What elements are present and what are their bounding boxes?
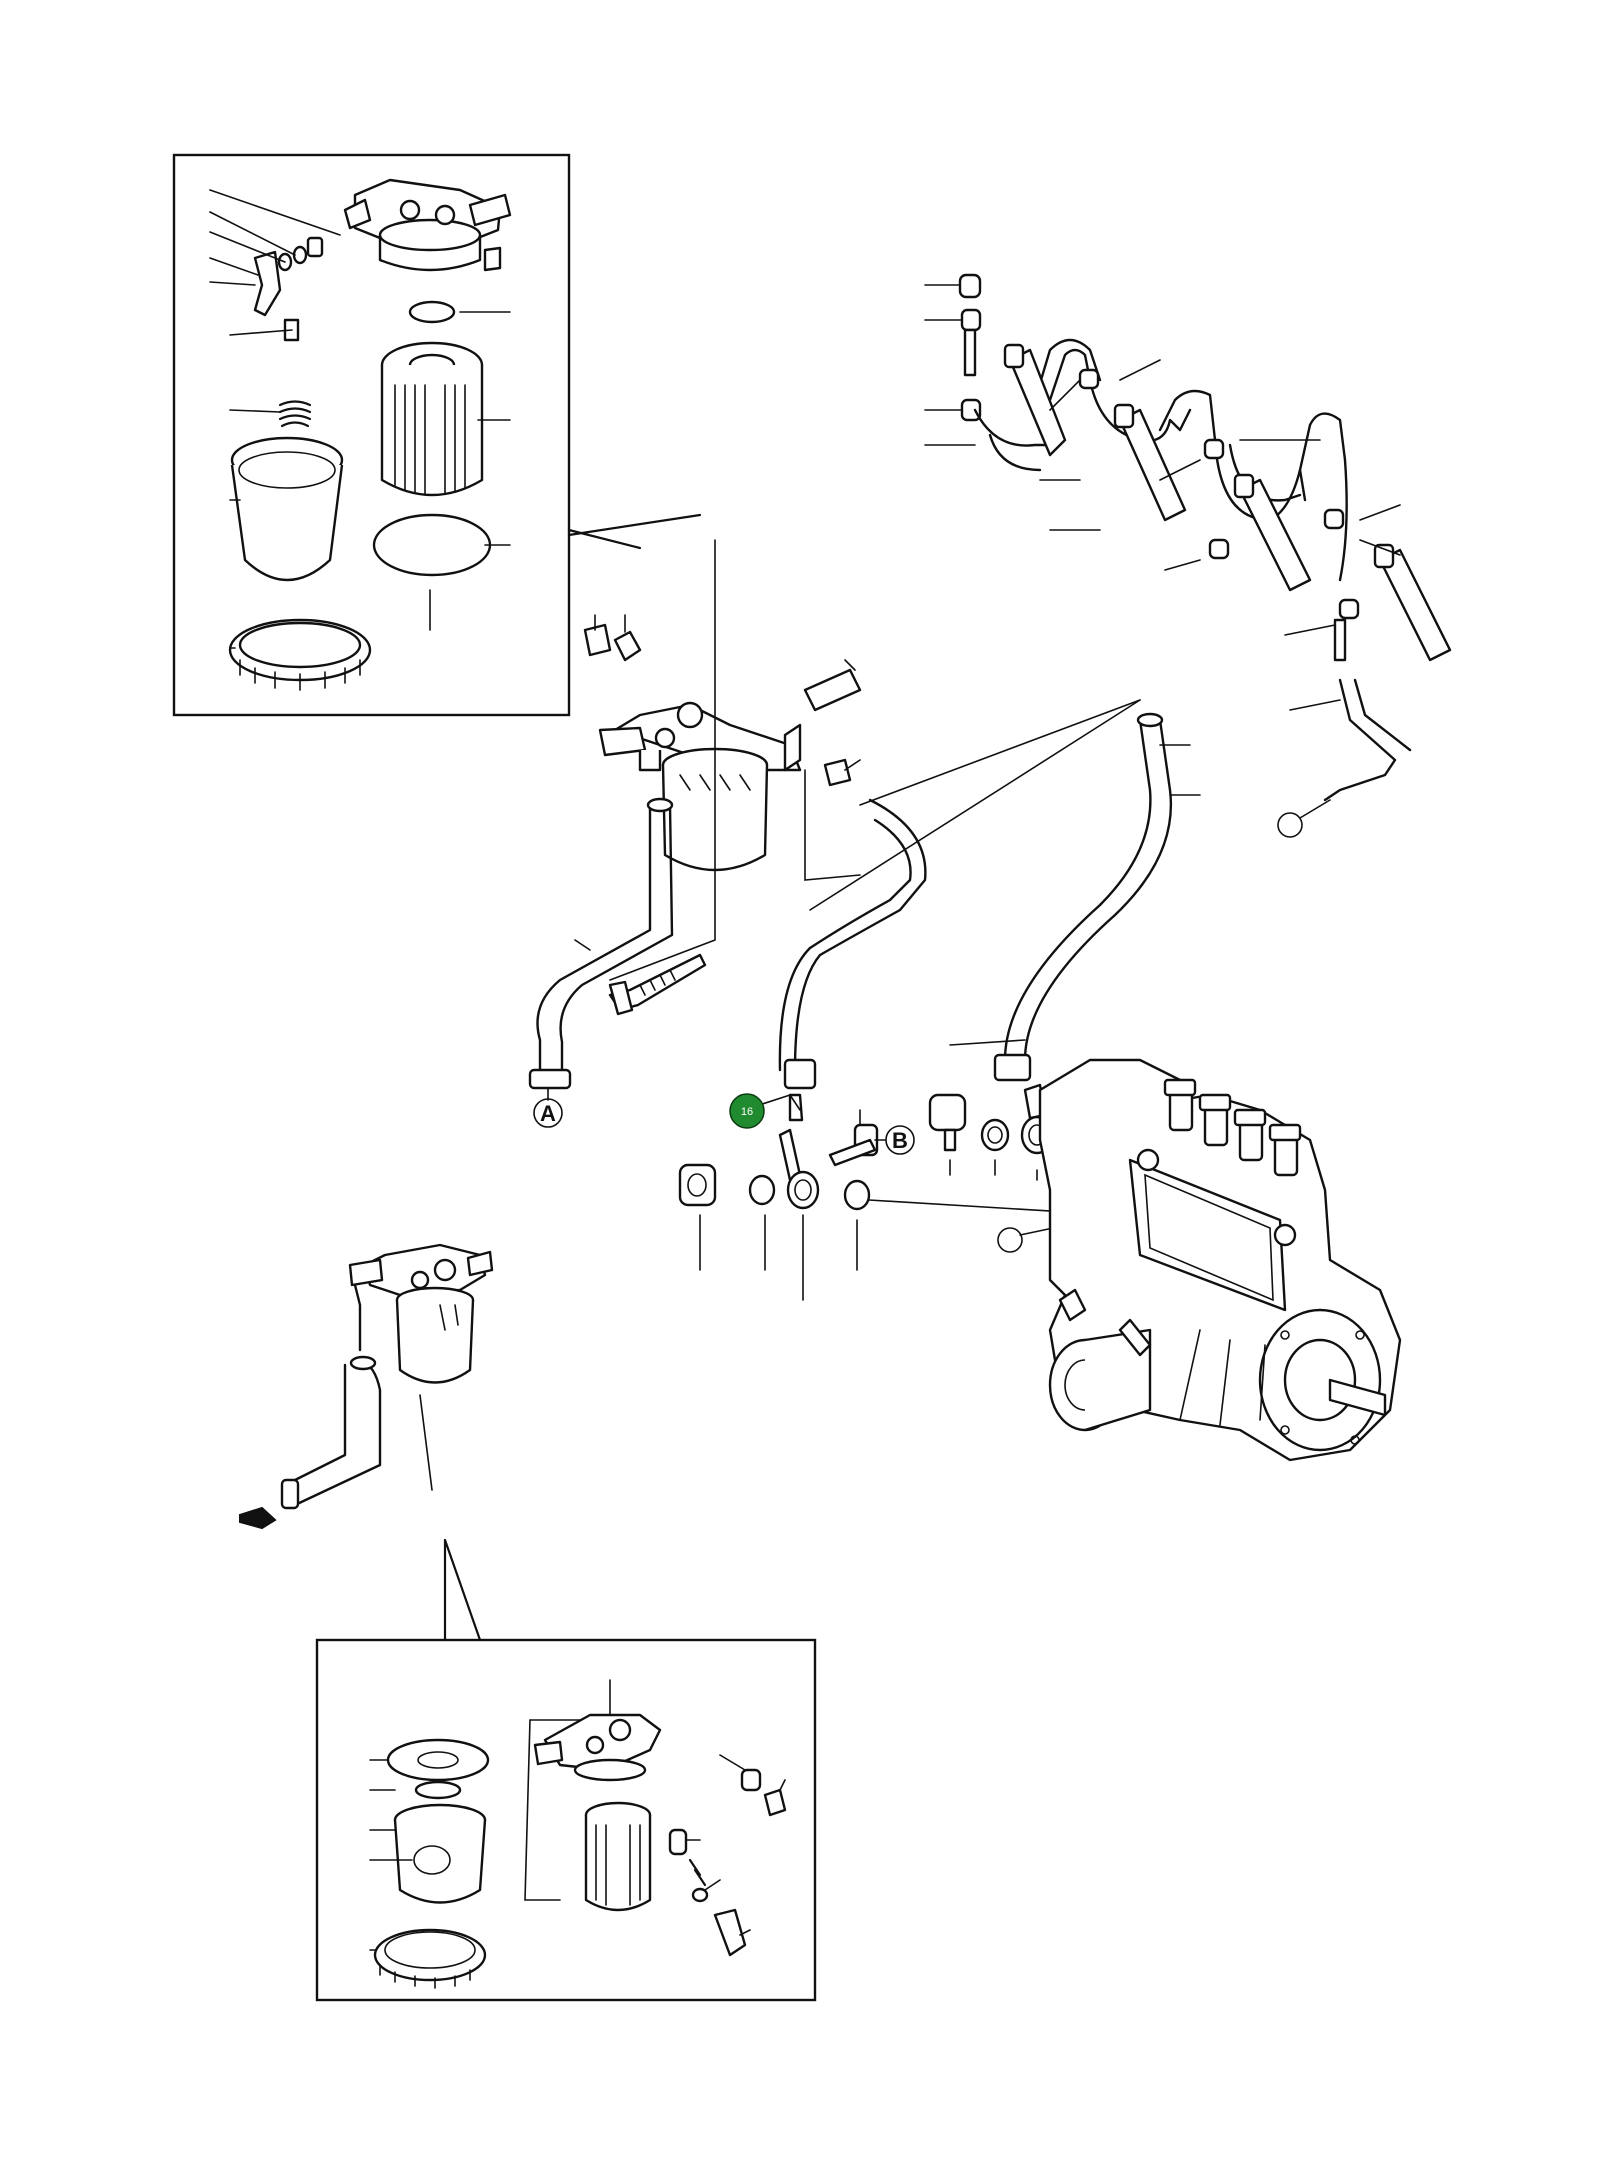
inset-filter-top xyxy=(172,153,702,717)
bolt-part xyxy=(608,953,707,1016)
arrow-right-icon xyxy=(239,1506,277,1530)
callout-b-label: B xyxy=(892,1128,908,1153)
o-ring-small xyxy=(408,300,456,324)
injection-pump xyxy=(1038,1058,1402,1462)
callout-a[interactable]: A xyxy=(533,1087,563,1128)
injector-2 xyxy=(1113,403,1187,522)
main-filter-assembly xyxy=(583,539,862,981)
hollow-bolt-part xyxy=(928,1093,967,1132)
hotspot-marker[interactable] xyxy=(729,1093,765,1129)
secondary-filter xyxy=(280,1243,494,1510)
filter-head-part xyxy=(343,178,512,272)
inset-pointer-bottom xyxy=(443,1538,482,1642)
pump-flange xyxy=(1258,1308,1387,1452)
filter-bowl-bottom xyxy=(393,1803,487,1904)
hoses-center xyxy=(528,699,1201,1090)
filter-bowl xyxy=(230,436,344,582)
banjo-fittings xyxy=(678,1083,1281,1301)
filter-element-bottom xyxy=(584,1801,652,1912)
cap-part xyxy=(958,273,982,299)
injector-4 xyxy=(1373,543,1452,662)
retaining-ring-bottom xyxy=(373,1928,487,1989)
connection-circle-pump xyxy=(997,1227,1023,1253)
pump-governor xyxy=(1048,1288,1152,1432)
gasket-large xyxy=(372,513,492,577)
cup-seal xyxy=(386,1738,490,1800)
filter-head-bottom xyxy=(533,1679,662,1782)
part-hotspot-16[interactable]: 16 xyxy=(729,1093,791,1129)
connection-circle-right xyxy=(1277,812,1303,838)
inset-filter-bottom xyxy=(315,1538,817,2002)
callout-b[interactable]: B xyxy=(874,1125,915,1155)
injector-1 xyxy=(1003,343,1067,457)
clamp-part xyxy=(583,623,612,657)
spring-part xyxy=(278,400,312,428)
inset-pointer-top xyxy=(567,513,702,550)
hotspot-label: 16 xyxy=(741,1106,753,1118)
callout-a-label: A xyxy=(540,1101,556,1126)
inset-frame-bottom xyxy=(315,1638,817,2002)
delivery-valves xyxy=(1163,1078,1302,1177)
small-parts-left xyxy=(253,236,324,342)
retaining-ring-top xyxy=(228,618,372,691)
inset-frame-top xyxy=(172,153,571,717)
filter-element xyxy=(380,341,484,497)
injector-pipes xyxy=(924,273,1452,838)
leaders-top-inset xyxy=(209,189,511,649)
injector-3 xyxy=(1233,473,1312,592)
